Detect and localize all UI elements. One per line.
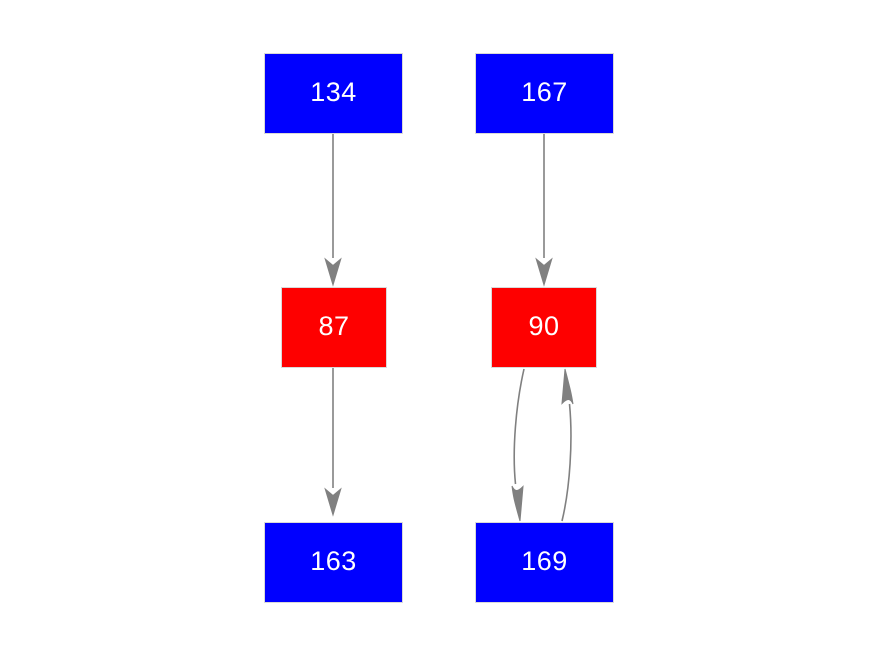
graph-node-87[interactable]: 87 [281, 287, 387, 368]
node-label: 169 [521, 546, 568, 576]
graph-node-169[interactable]: 169 [475, 522, 614, 603]
node-label: 90 [528, 311, 560, 341]
graph-node-167[interactable]: 167 [475, 53, 614, 134]
node-label: 163 [310, 546, 357, 576]
node-label: 167 [521, 77, 568, 107]
edge-90-to-169 [511, 368, 525, 522]
graph-node-163[interactable]: 163 [264, 522, 403, 603]
graph-node-90[interactable]: 90 [491, 287, 597, 368]
node-label: 87 [318, 311, 350, 341]
node-label: 134 [310, 77, 357, 107]
graph-node-134[interactable]: 134 [264, 53, 403, 134]
edge-134-to-87 [324, 134, 342, 287]
edge-87-to-163 [324, 368, 342, 517]
edge-167-to-90 [535, 134, 553, 287]
edge-169-to-90 [561, 368, 574, 522]
